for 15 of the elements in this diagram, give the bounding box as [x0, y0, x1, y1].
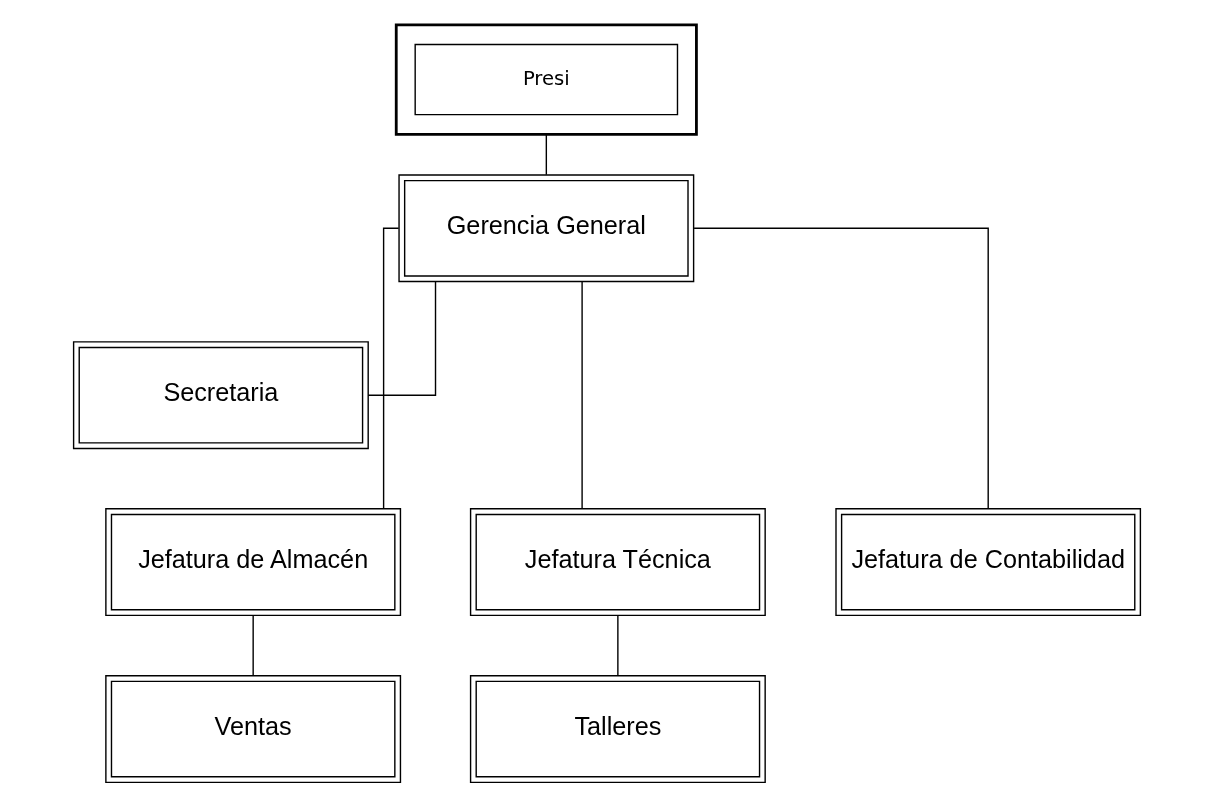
node-box: Gerencia General [398, 174, 695, 283]
node-box: Talleres [469, 675, 766, 784]
connector [617, 615, 619, 677]
connector [545, 133, 548, 176]
connector [581, 281, 583, 510]
connector [252, 615, 254, 677]
connector [367, 281, 437, 396]
node-box: Jefatura Técnica [469, 508, 766, 617]
node-box: Ventas [105, 675, 402, 784]
node-box: Presi [414, 43, 679, 116]
cluster [394, 23, 698, 136]
node-box: Jefatura de Contabilidad [835, 508, 1142, 617]
node-box: Secretaria [72, 341, 369, 450]
connector [693, 227, 989, 510]
node-box: Jefatura de Almacén [105, 508, 402, 617]
